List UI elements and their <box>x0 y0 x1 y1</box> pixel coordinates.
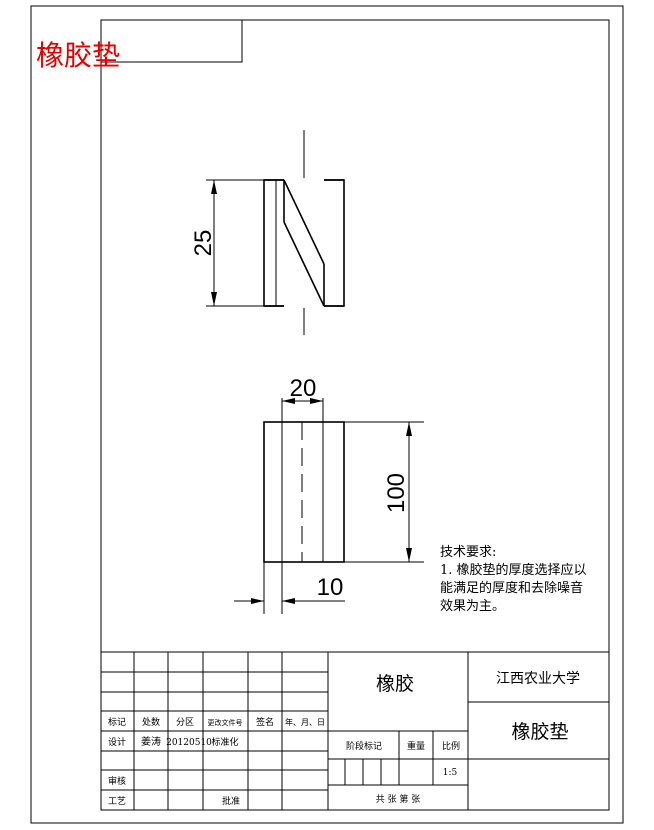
tech-notes-heading: 技术要求: <box>440 545 496 560</box>
dim-label-100: 100 <box>383 473 410 513</box>
review-label: 审核 <box>108 775 126 787</box>
stamp-box <box>101 20 243 63</box>
designer-name: 姜涛 <box>141 735 161 748</box>
header-label: 签名 <box>256 716 274 728</box>
school-name: 江西农业大学 <box>496 671 580 687</box>
material-name: 橡胶 <box>376 673 414 695</box>
design-date: 20120510 <box>166 738 212 748</box>
tech-note-line: 效果为主。 <box>440 599 505 614</box>
header-label: 分区 <box>176 717 194 728</box>
scale-label: 比例 <box>442 740 460 752</box>
inner-frame <box>100 19 610 811</box>
standardization-label: 标准化 <box>211 736 238 748</box>
sheets-label: 共 张 第 张 <box>376 793 421 805</box>
pad-rectangle <box>263 421 345 563</box>
dim-label-10: 10 <box>317 574 344 601</box>
front-view: 20 100 10 <box>234 375 424 614</box>
header-label: 标记 <box>108 716 126 728</box>
title-block: 标记 处数 分区 更改文件号 签名 年、月、日 设计 姜涛 20120510 标… <box>101 651 609 810</box>
header-label: 年、月、日 <box>285 717 325 727</box>
stage-label: 阶段标记 <box>346 740 382 752</box>
weight-label: 重量 <box>407 740 425 752</box>
part-name: 橡胶垫 <box>511 721 568 743</box>
scale-value: 1:5 <box>443 768 458 778</box>
process-label: 工艺 <box>108 796 126 807</box>
tech-note-line: 1. 橡胶垫的厚度选择应以 <box>440 562 587 578</box>
design-label: 设计 <box>108 736 126 748</box>
tech-note-line: 能满足的厚度和去除噪音 <box>440 580 583 596</box>
approve-label: 批准 <box>222 795 240 807</box>
dim-label-20: 20 <box>290 375 317 402</box>
stamp-title: 橡胶垫 <box>36 39 120 72</box>
header-label: 更改文件号 <box>208 718 243 727</box>
dim-label-25: 25 <box>190 230 217 257</box>
side-view: 25 <box>190 130 345 335</box>
outer-border <box>30 5 624 824</box>
tech-notes: 技术要求: 1. 橡胶垫的厚度选择应以 能满足的厚度和去除噪音 效果为主。 <box>440 545 587 614</box>
header-label: 处数 <box>142 716 160 728</box>
